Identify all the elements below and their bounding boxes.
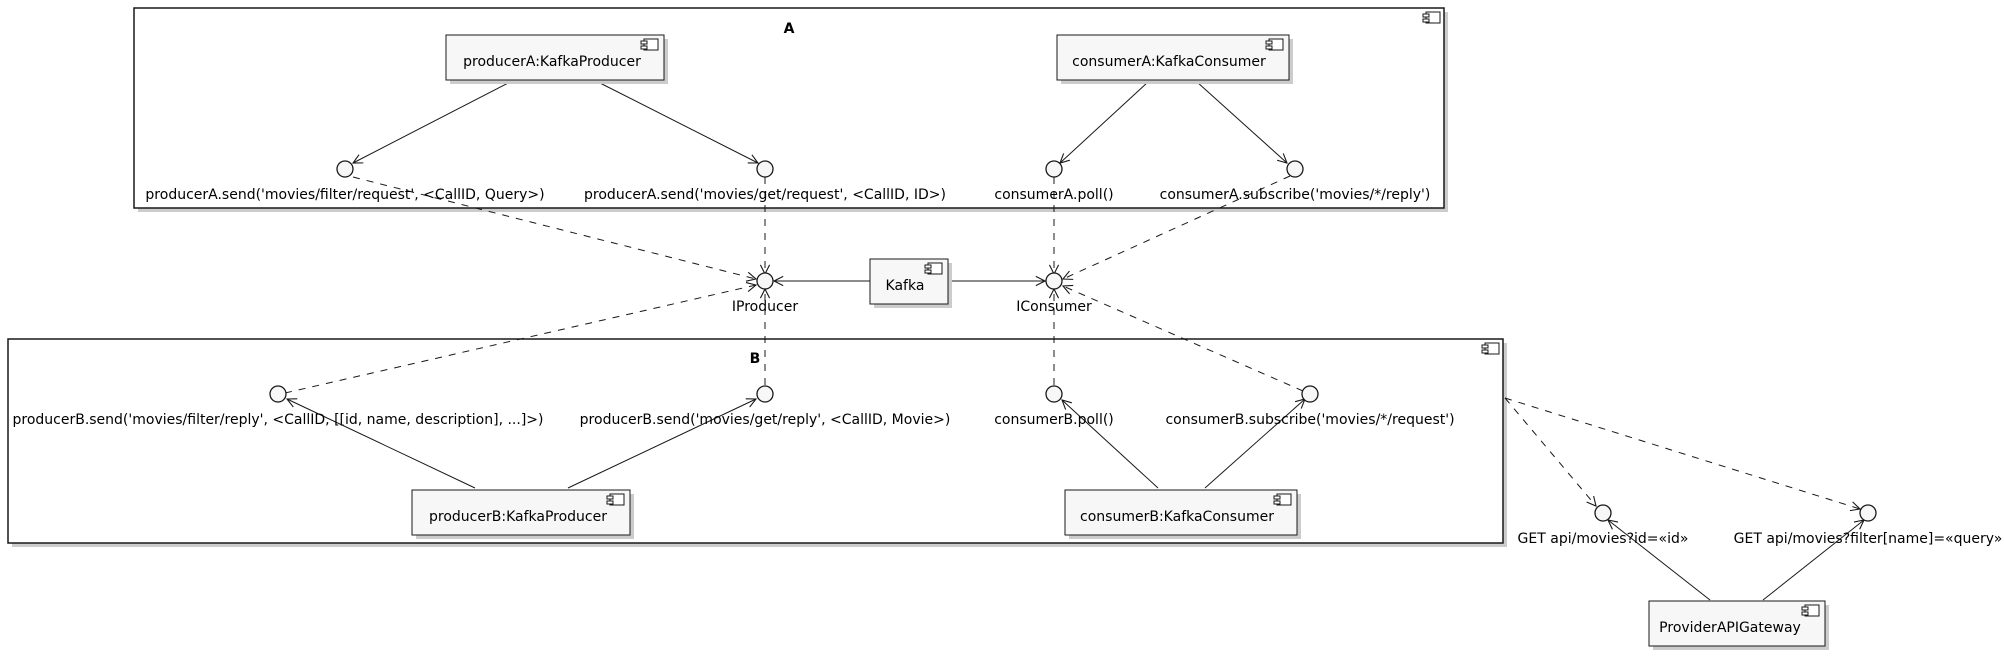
interface-api-filter[interactable]: GET api/movies?filter[name]=«query» xyxy=(1734,504,2003,547)
component-consumer-b[interactable]: consumerB:KafkaConsumer xyxy=(1064,489,1301,539)
component-producer-a[interactable]: producerA:KafkaProducer xyxy=(445,34,668,84)
interface-label: consumerB.subscribe('movies/*/request') xyxy=(1165,412,1454,428)
interface-api-get[interactable]: GET api/movies?id=«id» xyxy=(1518,504,1689,547)
interface-pb-get[interactable]: producerB.send('movies/get/reply', <Call… xyxy=(580,385,951,428)
component-label: Kafka xyxy=(886,278,925,294)
interface-pb-filter[interactable]: producerB.send('movies/filter/reply', <C… xyxy=(12,385,544,428)
interface-label: consumerA.poll() xyxy=(994,187,1113,203)
edge-b-api-get xyxy=(1504,397,1596,506)
component-producer-b[interactable]: producerB:KafkaProducer xyxy=(411,489,634,539)
edge-producer-a-get xyxy=(597,81,758,163)
package-b-title: B xyxy=(750,351,761,367)
edge-gateway-api-filter xyxy=(1762,520,1864,601)
interface-label: producerB.send('movies/get/reply', <Call… xyxy=(580,412,951,428)
edge-producer-b-filter xyxy=(287,399,476,489)
interface-label: producerA.send('movies/filter/request', … xyxy=(145,187,544,203)
component-consumer-a[interactable]: consumerA:KafkaConsumer xyxy=(1056,34,1293,84)
edge-consumer-a-subscribe xyxy=(1196,81,1287,163)
package-a-title: A xyxy=(784,21,795,37)
interface-iconsumer[interactable]: IConsumer xyxy=(1016,272,1092,315)
interface-label: producerA.send('movies/get/request', <Ca… xyxy=(584,187,946,203)
edge-gateway-api-get xyxy=(1608,520,1711,601)
edge-b-api-filter xyxy=(1504,397,1860,509)
interface-label: IConsumer xyxy=(1016,299,1092,315)
component-icon xyxy=(1422,11,1441,24)
interface-label: GET api/movies?id=«id» xyxy=(1518,531,1689,547)
interface-label: consumerA.subscribe('movies/*/reply') xyxy=(1160,187,1431,203)
interface-ca-subscribe[interactable]: consumerA.subscribe('movies/*/reply') xyxy=(1160,160,1431,203)
edge-cb-subscribe-iconsumer xyxy=(1063,286,1304,392)
component-label: consumerA:KafkaConsumer xyxy=(1072,54,1266,70)
interface-label: IProducer xyxy=(732,299,798,315)
component-kafka[interactable]: Kafka xyxy=(869,258,952,308)
edge-pb-filter-iproducer xyxy=(284,285,756,394)
interface-cb-subscribe[interactable]: consumerB.subscribe('movies/*/request') xyxy=(1165,385,1455,428)
edge-consumer-b-poll xyxy=(1062,400,1159,489)
component-icon xyxy=(1481,342,1500,355)
component-label: ProviderAPIGateway xyxy=(1659,620,1801,636)
component-label: consumerB:KafkaConsumer xyxy=(1080,509,1274,525)
interface-label: producerB.send('movies/filter/reply', <C… xyxy=(12,412,543,428)
component-label: producerB:KafkaProducer xyxy=(429,509,607,525)
edge-consumer-b-subscribe xyxy=(1204,399,1305,489)
interface-pa-filter[interactable]: producerA.send('movies/filter/request', … xyxy=(145,160,545,203)
interface-label: GET api/movies?filter[name]=«query» xyxy=(1734,531,2003,547)
interface-ca-poll[interactable]: consumerA.poll() xyxy=(994,160,1114,203)
interface-label: consumerB.poll() xyxy=(994,412,1114,428)
edge-consumer-a-poll xyxy=(1060,81,1149,163)
edge-producer-a-filter xyxy=(353,81,511,163)
connectors xyxy=(284,81,1864,601)
package-b: B xyxy=(7,338,1507,547)
interface-cb-poll[interactable]: consumerB.poll() xyxy=(994,385,1114,428)
interface-iproducer[interactable]: IProducer xyxy=(732,272,798,315)
interface-pa-get[interactable]: producerA.send('movies/get/request', <Ca… xyxy=(584,160,946,203)
component-gateway[interactable]: ProviderAPIGateway xyxy=(1648,600,1829,650)
edge-producer-b-get xyxy=(567,399,756,489)
component-label: producerA:KafkaProducer xyxy=(463,54,641,70)
